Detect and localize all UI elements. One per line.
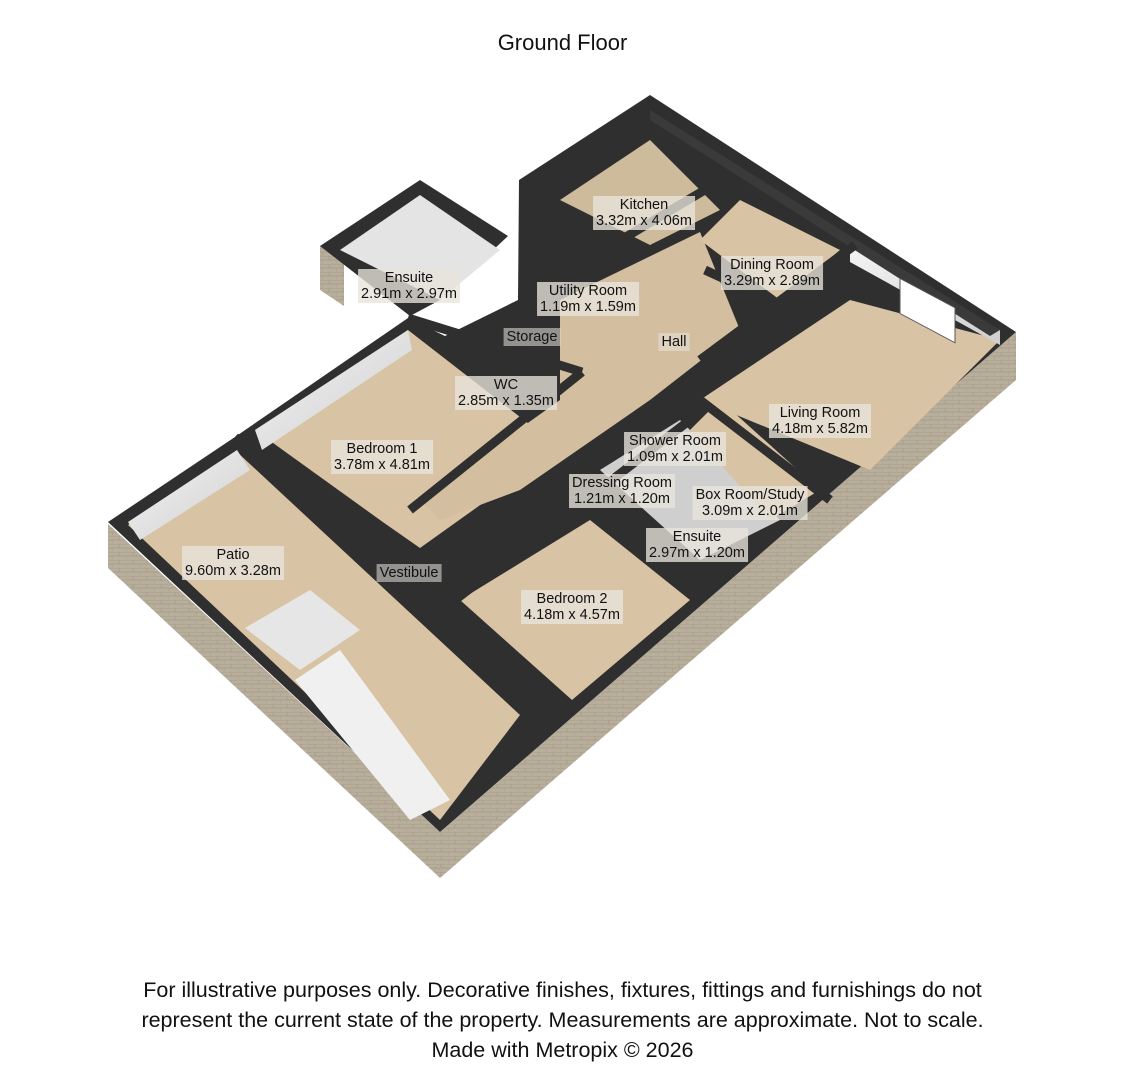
room-name: Box Room/Study	[695, 487, 805, 503]
room-dimensions: 1.09m x 2.01m	[627, 449, 723, 465]
room-name: Living Room	[779, 405, 861, 421]
room-name: Bedroom 1	[346, 441, 418, 457]
room-dimensions: 4.18m x 5.82m	[772, 421, 868, 437]
stairs	[295, 650, 450, 820]
room-label-kitchen: Kitchen 3.32m x 4.06m	[593, 196, 695, 230]
room-label-ensuite-2: Ensuite 2.97m x 1.20m	[646, 528, 748, 562]
floor-title: Ground Floor	[497, 30, 628, 55]
room-dimensions: 3.78m x 4.81m	[334, 457, 430, 473]
room-name: Ensuite	[384, 270, 434, 286]
room-name: Vestibule	[379, 565, 439, 581]
disclaimer-line-3: Made with Metropix © 2026	[431, 1038, 694, 1062]
disclaimer-line-1: For illustrative purposes only. Decorati…	[143, 978, 982, 1002]
room-label-bedroom-2: Bedroom 2 4.18m x 4.57m	[521, 590, 623, 624]
room-dimensions: 2.91m x 2.97m	[361, 286, 457, 302]
room-name: WC	[493, 377, 519, 393]
room-dimensions: 4.18m x 4.57m	[524, 607, 620, 623]
room-dimensions: 3.09m x 2.01m	[702, 503, 798, 519]
disclaimer-line-2: represent the current state of the prope…	[141, 1008, 984, 1032]
room-label-utility: Utility Room 1.19m x 1.59m	[537, 282, 639, 316]
room-name: Shower Room	[629, 433, 721, 449]
room-dimensions: 1.21m x 1.20m	[574, 491, 670, 507]
room-name: Storage	[506, 329, 558, 345]
room-dimensions: 9.60m x 3.28m	[185, 563, 281, 579]
room-label-patio: Patio 9.60m x 3.28m	[182, 546, 284, 580]
room-dimensions: 3.32m x 4.06m	[596, 213, 692, 229]
room-name: Hall	[661, 334, 687, 350]
room-label-hall: Hall	[658, 333, 690, 351]
room-label-living: Living Room 4.18m x 5.82m	[769, 404, 871, 438]
room-name: Utility Room	[548, 283, 628, 299]
room-dimensions: 2.85m x 1.35m	[458, 393, 554, 409]
room-name: Dining Room	[730, 257, 814, 273]
room-dimensions: 1.19m x 1.59m	[540, 299, 636, 315]
room-name: Ensuite	[672, 529, 722, 545]
room-label-ensuite-1: Ensuite 2.91m x 2.97m	[358, 269, 460, 303]
room-label-dressing: Dressing Room 1.21m x 1.20m	[569, 474, 675, 508]
room-name: Kitchen	[619, 197, 669, 213]
exterior-brick-walls	[108, 182, 1016, 878]
room-label-vestibule: Vestibule	[376, 564, 442, 582]
room-label-storage: Storage	[503, 328, 561, 346]
room-dimensions: 2.97m x 1.20m	[649, 545, 745, 561]
room-label-box-room: Box Room/Study 3.09m x 2.01m	[692, 486, 808, 520]
room-label-shower: Shower Room 1.09m x 2.01m	[624, 432, 726, 466]
room-name: Dressing Room	[572, 475, 672, 491]
room-name: Patio	[216, 547, 250, 563]
room-name: Bedroom 2	[536, 591, 608, 607]
room-label-wc: WC 2.85m x 1.35m	[455, 376, 557, 410]
room-label-bedroom-1: Bedroom 1 3.78m x 4.81m	[331, 440, 433, 474]
room-dimensions: 3.29m x 2.89m	[724, 273, 820, 289]
disclaimer-text: For illustrative purposes only. Decorati…	[0, 975, 1125, 1065]
ensuite1-floor	[340, 195, 500, 300]
room-label-dining: Dining Room 3.29m x 2.89m	[721, 256, 823, 290]
